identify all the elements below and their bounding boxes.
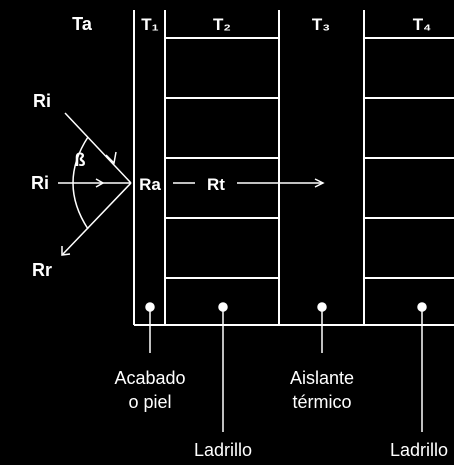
angle-arc [72,136,89,230]
label-ra: Ra [139,175,161,194]
label-ri-top: Ri [33,91,51,111]
incident-ray-top [64,112,132,184]
transmitted-flow-arrow [173,178,325,188]
radiation-rays [58,112,132,256]
reflected-ray [62,182,132,255]
label-rt: Rt [207,175,225,194]
label-rr: Rr [32,260,52,280]
wall-structure [133,10,454,326]
label-ri-mid: Ri [31,173,49,193]
incident-ray-top-arrowhead [105,151,117,165]
label-insulation-line1: Aislante [290,368,354,388]
label-finish-line1: Acabado [114,368,185,388]
label-finish-line2: o piel [128,392,171,412]
brick-courses-left [165,37,279,279]
label-insulation-line2: térmico [292,392,351,412]
label-t3: T₃ [312,15,330,34]
label-brick-left: Ladrillo [194,440,252,460]
reflected-ray-arrowhead [61,246,71,256]
incident-ray-mid-arrowhead [95,178,105,188]
label-ta: Ta [72,14,93,34]
label-t4: T₄ [413,15,432,34]
brick-courses-right [364,37,454,279]
label-t1: T₁ [141,15,158,34]
label-t2: T₂ [213,15,231,34]
label-angle-beta: ß [75,150,86,170]
label-brick-right: Ladrillo [390,440,448,460]
callout-leaders [145,302,427,432]
